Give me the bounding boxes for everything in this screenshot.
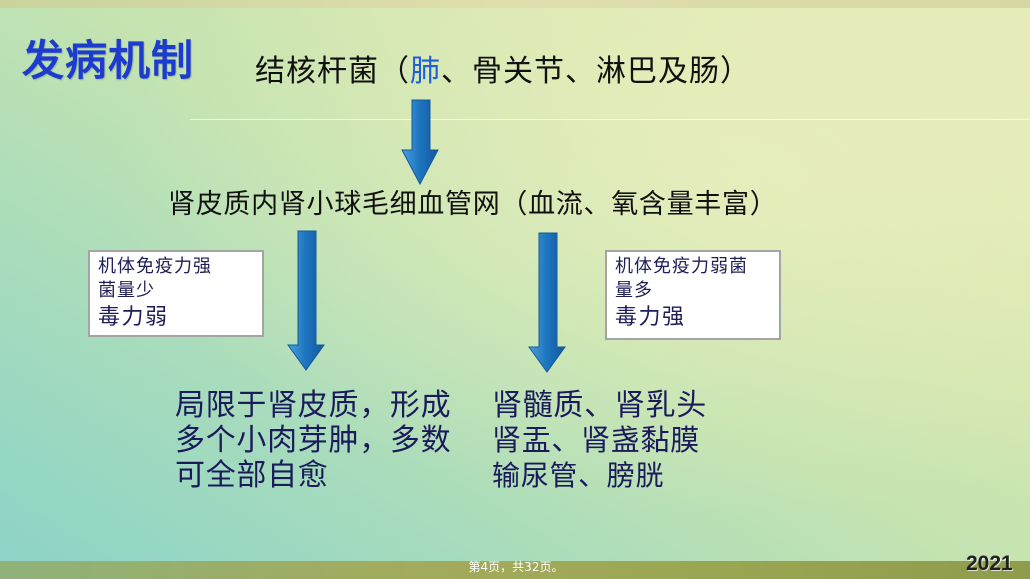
outcome-line: 局限于肾皮质，形成 <box>175 388 452 423</box>
right-outcome-text: 肾髓质、肾乳头 肾盂、肾盏黏膜 输尿管、膀胱 <box>492 388 707 493</box>
condition-line: 毒力弱 <box>98 305 169 330</box>
condition-line: 机体免疫力强 <box>98 256 212 277</box>
outcome-line: 多个小肉芽肿，多数 <box>175 423 452 458</box>
down-arrow-icon <box>528 232 566 373</box>
outcome-line: 肾盂、肾盏黏膜 <box>492 423 700 457</box>
down-arrow-icon <box>287 230 325 371</box>
left-outcome-text: 局限于肾皮质，形成 多个小肉芽肿，多数 可全部自愈 <box>175 388 451 493</box>
weak-immunity-box: 机体免疫力弱菌 量多 毒力强 <box>605 250 781 340</box>
top-band <box>0 0 1030 8</box>
cause-text-after: 、骨关节、淋巴及肠） <box>441 54 751 89</box>
infection-site-line: 肾皮质内肾小球毛细血管网（血流、氧含量丰富） <box>168 189 778 220</box>
outcome-line: 可全部自愈 <box>175 458 329 493</box>
condition-line: 毒力强 <box>615 305 686 330</box>
condition-line: 机体免疫力弱菌 <box>615 256 748 277</box>
divider-line <box>190 119 1030 120</box>
cause-line: 结核杆菌（肺、骨关节、淋巴及肠） <box>255 56 751 88</box>
outcome-line: 输尿管、膀胱 <box>492 459 665 492</box>
page-number: 第4页，共32页。 <box>468 560 564 574</box>
slide-title: 发病机制 <box>22 36 195 85</box>
cause-highlight: 肺 <box>410 54 441 89</box>
condition-line: 菌量少 <box>98 280 155 301</box>
condition-line: 量多 <box>615 280 653 301</box>
outcome-line: 肾髓质、肾乳头 <box>492 388 707 423</box>
year-label: 2021 <box>966 552 1013 575</box>
strong-immunity-box: 机体免疫力强 菌量少 毒力弱 <box>88 250 264 337</box>
cause-text-before: 结核杆菌（ <box>255 54 410 89</box>
down-arrow-icon <box>401 99 439 186</box>
bottom-band <box>0 561 1030 579</box>
